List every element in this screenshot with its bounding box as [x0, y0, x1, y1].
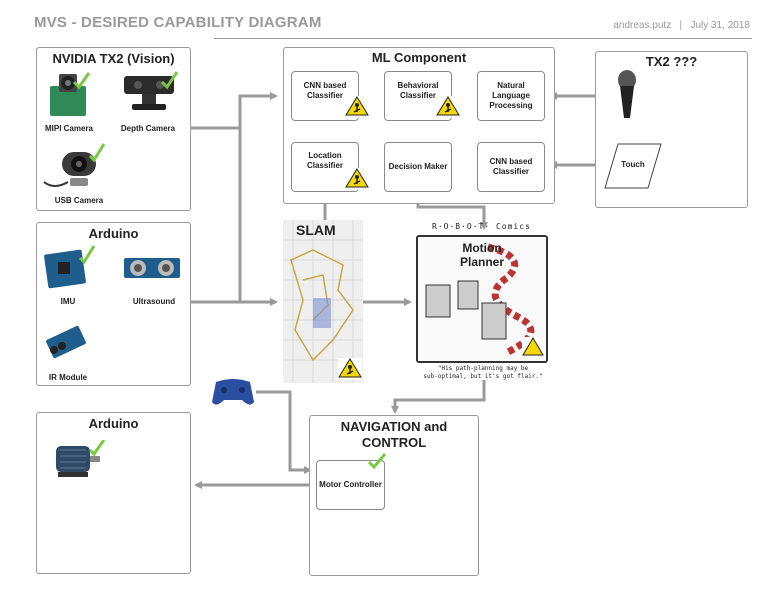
under-construction-icon [522, 337, 544, 357]
touch-label: Touch [621, 160, 645, 169]
header-meta: andreas.putz | July 31, 2018 [613, 20, 750, 31]
navigation-title-line1: NAVIGATION and [340, 419, 448, 434]
check-icon [367, 453, 387, 470]
motion-planner-title-1: Motion [462, 241, 502, 255]
touch-shape [604, 143, 662, 189]
slam-map-image [283, 220, 363, 383]
decision-maker-label: Decision Maker [388, 162, 448, 171]
ir-module-label: IR Module [48, 373, 88, 382]
depth-camera-label: Depth Camera [120, 124, 176, 133]
arrow-motion-to-nav [391, 380, 486, 414]
comic-caption: "His path-planning may be sub-optimal, b… [408, 365, 558, 381]
arduino-motor-panel: Arduino [36, 412, 191, 574]
date-label: July 31, 2018 [690, 20, 751, 31]
header-separator: | [679, 20, 683, 31]
nlp-label: Natural Language Processing [489, 81, 533, 110]
arduino-motor-title: Arduino [88, 416, 139, 431]
slam-title: SLAM [296, 222, 336, 238]
motion-planner-comic: Motion Planner [416, 235, 548, 363]
mipi-camera-label: MIPI Camera [44, 124, 94, 133]
diagram-title: MVS - DESIRED CAPABILITY DIAGRAM [34, 14, 322, 31]
motor-icon [56, 440, 106, 477]
usb-camera-icon [43, 143, 106, 187]
microphone-icon [618, 70, 636, 118]
motion-planner-title-2: Planner [459, 255, 504, 270]
cnn-classifier-label: CNN based Classifier [303, 81, 347, 100]
author-label: andreas.putz [613, 20, 672, 31]
comic-caption-line1: "His path-planning may be [437, 365, 529, 372]
decision-maker-node: Decision Maker [384, 142, 452, 192]
under-construction-icon [436, 96, 460, 118]
usb-camera-label: USB Camera [54, 196, 104, 205]
ultrasound-icon [124, 258, 180, 278]
comic-caption-line2: sub-optimal, but it's got flair." [423, 372, 543, 380]
ml-component-title: ML Component [371, 50, 467, 65]
ultrasound-label: Ultrasound [132, 297, 176, 306]
imu-icon [44, 245, 96, 289]
arduino-sensor-title: Arduino [88, 226, 139, 241]
tx2-panel-title: TX2 ??? [645, 54, 698, 69]
depth-camera-icon [124, 71, 179, 110]
vision-panel-title: NVIDIA TX2 (Vision) [52, 51, 175, 66]
ir-module-icon [46, 325, 86, 359]
under-construction-icon [338, 358, 362, 380]
arduino-sensor-panel: Arduino [36, 222, 191, 386]
arrow-gamepad-to-motor [256, 390, 312, 474]
arrow-vision-to-ml [190, 92, 278, 130]
behavioral-classifier-label: Behavioral Classifier [397, 81, 439, 100]
navigation-control-title: NAVIGATION and CONTROL [310, 419, 478, 452]
gamepad-icon [212, 379, 254, 405]
location-classifier-node: Location Classifier [291, 142, 359, 192]
motor-controller-label: Motor Controller [319, 480, 382, 489]
under-construction-icon [345, 96, 369, 118]
cnn-classifier-touch-node: CNN based Classifier [477, 142, 545, 192]
cnn-classifier-touch-label: CNN based Classifier [489, 157, 533, 176]
nlp-node: Natural Language Processing [477, 71, 545, 121]
header-divider [214, 38, 752, 39]
mipi-camera-icon [50, 72, 91, 116]
navigation-title-line2: CONTROL [361, 435, 427, 451]
location-classifier-label: Location Classifier [306, 151, 344, 170]
imu-label: IMU [60, 297, 76, 306]
under-construction-icon [345, 168, 369, 190]
comic-header: R·O·B·O·T· Comics [432, 222, 531, 231]
